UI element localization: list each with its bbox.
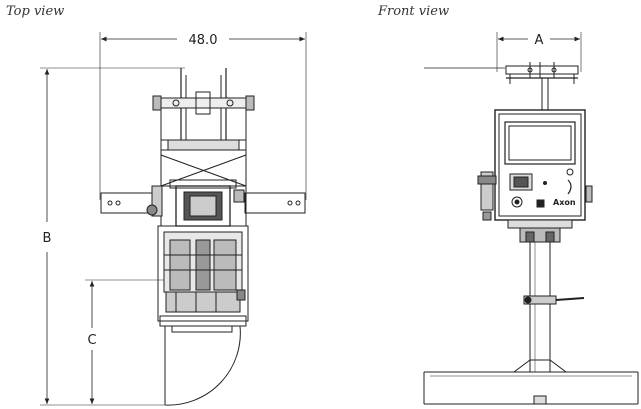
top-view-title: Top view [6, 4, 65, 19]
brand-logo-text: Axon [553, 198, 576, 207]
dimension-b-label: B [43, 231, 52, 246]
dimension-48-label: 48.0 [189, 33, 218, 48]
top-view-drawing [40, 32, 307, 406]
front-view-drawing [423, 32, 639, 405]
dimension-a-label: A [535, 33, 544, 48]
dimension-c-label: C [87, 333, 96, 348]
front-view-title: Front view [378, 4, 450, 19]
